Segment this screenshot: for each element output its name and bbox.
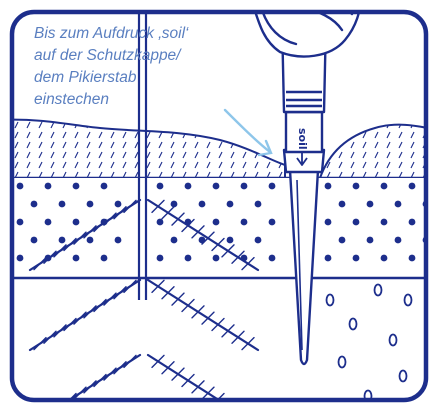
soil-dot bbox=[73, 219, 80, 226]
soil-dot bbox=[199, 201, 206, 208]
soil-dot bbox=[17, 255, 24, 262]
soil-dot bbox=[381, 219, 388, 226]
probe-label: soil bbox=[296, 128, 309, 150]
soil-dot bbox=[101, 255, 108, 262]
caption-line-4: einstechen bbox=[34, 91, 109, 108]
soil-dot bbox=[325, 255, 332, 262]
caption-line-1: Bis zum Aufdruck ‚soil‘ bbox=[34, 25, 189, 42]
soil-dot bbox=[241, 219, 248, 226]
soil-dot bbox=[241, 183, 248, 190]
root-branch bbox=[238, 406, 244, 412]
soil-dot bbox=[185, 183, 192, 190]
soil-dot bbox=[213, 219, 220, 226]
soil-dot bbox=[31, 201, 38, 208]
soil-dot bbox=[17, 219, 24, 226]
soil-dot bbox=[339, 237, 346, 244]
soil-dot bbox=[115, 237, 122, 244]
soil-dot bbox=[115, 201, 122, 208]
soil-dot bbox=[213, 183, 220, 190]
soil-dot bbox=[87, 201, 94, 208]
soil-dot bbox=[353, 183, 360, 190]
soil-dot bbox=[339, 201, 346, 208]
soil-dot bbox=[255, 237, 262, 244]
caption-line-3: dem Pikierstab bbox=[34, 69, 137, 86]
soil-dot bbox=[367, 201, 374, 208]
soil-dot bbox=[171, 237, 178, 244]
root-branch bbox=[54, 406, 60, 412]
soil-dot bbox=[59, 201, 66, 208]
soil-dot bbox=[381, 183, 388, 190]
soil-dot bbox=[409, 219, 416, 226]
soil-dot bbox=[395, 201, 402, 208]
soil-dot bbox=[213, 255, 220, 262]
soil-dot bbox=[255, 201, 262, 208]
soil-dot bbox=[101, 183, 108, 190]
soil-dot bbox=[395, 237, 402, 244]
soil-dot bbox=[227, 201, 234, 208]
soil-dot bbox=[17, 183, 24, 190]
soil-dot bbox=[157, 183, 164, 190]
root-branch bbox=[222, 406, 228, 412]
dotted-soil-layer bbox=[0, 178, 437, 278]
soil-dot bbox=[269, 255, 276, 262]
soil-dot bbox=[73, 255, 80, 262]
soil-dot bbox=[185, 255, 192, 262]
soil-dot bbox=[381, 255, 388, 262]
soil-dot bbox=[269, 183, 276, 190]
soil-dot bbox=[409, 183, 416, 190]
soil-dot bbox=[59, 237, 66, 244]
soil-dot bbox=[157, 255, 164, 262]
soil-dot bbox=[367, 237, 374, 244]
caption-line-2: auf der Schutzkappe/ bbox=[34, 47, 182, 64]
soil-dot bbox=[269, 219, 276, 226]
soil-dot bbox=[45, 219, 52, 226]
soil-dot bbox=[353, 255, 360, 262]
soil-dot bbox=[325, 183, 332, 190]
soil-dot bbox=[31, 237, 38, 244]
soil-dot bbox=[325, 219, 332, 226]
soil-dot bbox=[353, 219, 360, 226]
soil-dot bbox=[157, 219, 164, 226]
soil-dot bbox=[409, 255, 416, 262]
root-branch bbox=[50, 406, 56, 412]
soil-dot bbox=[87, 237, 94, 244]
soil-dot bbox=[227, 237, 234, 244]
soil-dot bbox=[73, 183, 80, 190]
soil-dot bbox=[45, 183, 52, 190]
